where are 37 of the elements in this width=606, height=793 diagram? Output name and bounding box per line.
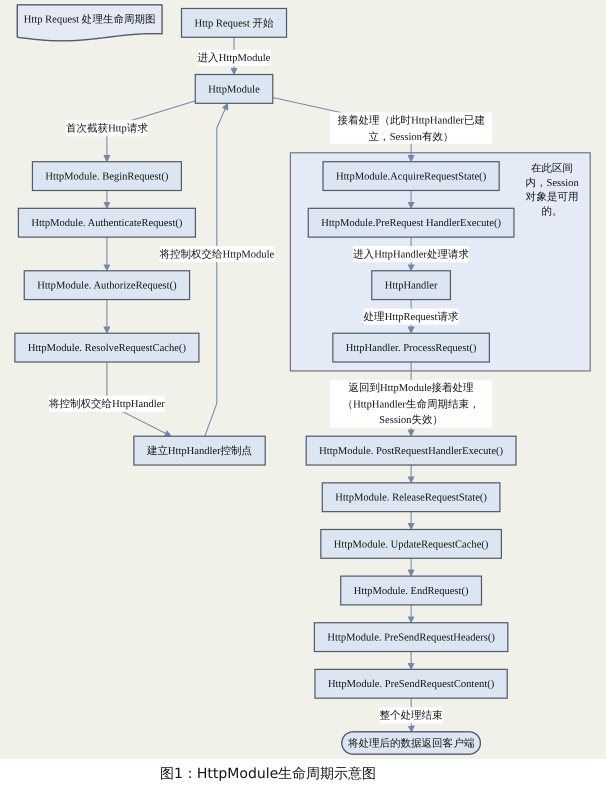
arrow bbox=[104, 300, 111, 334]
node-box: HttpHandler. ProcessRequest() bbox=[332, 332, 490, 363]
arrow bbox=[104, 190, 111, 209]
node-box: HttpModule. AuthorizeRequest() bbox=[24, 270, 191, 300]
edge-label: 进入HttpHandler处理请求 bbox=[354, 248, 470, 260]
node-box: HttpModule. UpdateRequestCache() bbox=[320, 528, 502, 559]
node-box: HttpHandler bbox=[372, 270, 452, 300]
arrow bbox=[104, 237, 111, 272]
edge-label: 首次截获Http请求 bbox=[66, 122, 148, 134]
arrow bbox=[408, 652, 416, 670]
edge-label: 接着处理（此时HttpHandler已建立，Session有效） bbox=[338, 114, 486, 142]
node-box: HttpModule. PreSendRequestContent() bbox=[314, 668, 508, 699]
edge-label: 返回到HttpModule接着处理（HttpHandler生命周期结束，Session失效） bbox=[343, 381, 480, 426]
node-box: HttpModule. EndRequest() bbox=[340, 576, 483, 606]
node-box: HttpModule.PreRequest HandlerExecute() bbox=[308, 208, 516, 238]
node-box: HttpModule. BeginRequest() bbox=[32, 161, 182, 192]
edge-label: 将控制权交给HttpHandler bbox=[49, 397, 166, 410]
node-box: HttpModule.AcquireRequestState() bbox=[322, 161, 500, 192]
node-box: 建立HttpHandler控制点 bbox=[134, 436, 266, 466]
arrow bbox=[204, 102, 229, 436]
edge-label: 将控制权交给HttpModule bbox=[160, 248, 275, 260]
node-box: HttpModule. PreSendRequestHeaders() bbox=[314, 622, 509, 652]
edge-label: 处理HttpRequest请求 bbox=[364, 310, 460, 322]
edge-label: 进入HttpModule bbox=[198, 51, 271, 64]
node-box: HttpModule. AuthenticateRequest() bbox=[18, 208, 196, 238]
arrow bbox=[408, 558, 416, 576]
arrow bbox=[408, 512, 416, 530]
node-box: Http Request 开始 bbox=[181, 8, 288, 38]
node-box: HttpModule bbox=[195, 74, 274, 104]
node-box: HttpModule. ResolveRequestCache() bbox=[14, 332, 200, 363]
node-box: HttpModule. ReleaseRequestState() bbox=[322, 482, 501, 512]
node-box: HttpModule. PostRequestHandlerExecute() bbox=[306, 436, 518, 466]
arrow bbox=[408, 604, 416, 624]
arrow bbox=[408, 190, 416, 209]
arrow bbox=[408, 465, 416, 484]
edge-label: 整个处理结束 bbox=[380, 708, 444, 721]
figure-caption: 图1：HttpModule生命周期示意图 bbox=[159, 765, 378, 783]
